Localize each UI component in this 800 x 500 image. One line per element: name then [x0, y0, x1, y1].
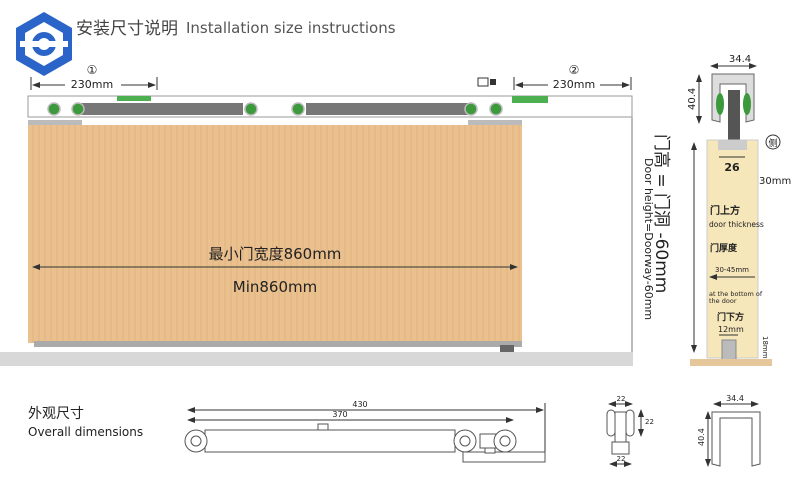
- floor-guide-side: [721, 339, 737, 361]
- door-side: [706, 139, 759, 359]
- profile-height-label: 40.4: [697, 428, 706, 446]
- roller-body-left: [77, 103, 243, 115]
- rail-width-label: 34.4: [729, 54, 751, 65]
- floor-guide: [500, 345, 514, 352]
- rail-profile-outline: [711, 411, 761, 467]
- length-total-label: 430: [352, 400, 367, 409]
- wheels: [47, 102, 503, 116]
- bottom-cn: 门下方: [717, 311, 744, 323]
- rail-height-label: 40.4: [687, 88, 698, 110]
- roller-body-right: [306, 103, 470, 115]
- side-mark: 侧: [768, 137, 777, 149]
- wheel-base-label: 22: [617, 455, 626, 463]
- top-gap-label: 30mm: [759, 176, 791, 187]
- stopper-left: [117, 96, 151, 101]
- door: [28, 125, 522, 343]
- door-height-cn: 门高 = 门洞 -60mm: [651, 134, 671, 293]
- overall-title-cn: 外观尺寸: [28, 406, 84, 422]
- marker-1: ①: [87, 63, 98, 77]
- floor-board: [690, 359, 772, 366]
- min-width-cn: 最小门宽度860mm: [209, 245, 342, 263]
- wheel-front-view: [606, 409, 635, 455]
- bottom-guide-rail: [34, 341, 522, 347]
- min-width-en: Min860mm: [233, 278, 317, 296]
- door-bracket-right: [468, 120, 522, 125]
- door-thickness-cn: 门厚度: [710, 242, 738, 254]
- overall-title-en: Overall dimensions: [28, 425, 143, 439]
- length-body-label: 370: [332, 410, 347, 419]
- roller-assembly: [184, 423, 546, 463]
- logo: [16, 12, 72, 76]
- stopper-icon: [477, 77, 496, 87]
- title-en: Installation size instructions: [186, 19, 396, 37]
- guide-height-label: 18mm: [761, 336, 769, 359]
- slot-width-label: 26: [724, 161, 740, 174]
- wheel-width-label: 22: [617, 395, 626, 403]
- hanger-bolt: [728, 90, 740, 140]
- thickness-range: 30-45mm: [715, 266, 749, 274]
- door-top-cn: 门上方: [710, 204, 740, 217]
- door-height-en: Door height=Doorway-60mm: [642, 158, 655, 320]
- bottom-en: at the bottom of the door: [709, 291, 763, 305]
- marker-2: ②: [569, 63, 580, 77]
- door-thickness-en: door thickness: [709, 221, 764, 229]
- rail-profile: [711, 73, 755, 123]
- dim-2-label: 230mm: [553, 78, 595, 91]
- title-cn: 安装尺寸说明: [76, 19, 178, 39]
- wheel-height-label: 22: [645, 418, 654, 426]
- door-bracket-left: [28, 120, 82, 125]
- profile-width-label: 34.4: [726, 394, 744, 403]
- stopper-right: [512, 96, 548, 103]
- dim-1-label: 230mm: [71, 78, 113, 91]
- bottom-slot: 12mm: [718, 325, 744, 334]
- floor: [0, 352, 633, 366]
